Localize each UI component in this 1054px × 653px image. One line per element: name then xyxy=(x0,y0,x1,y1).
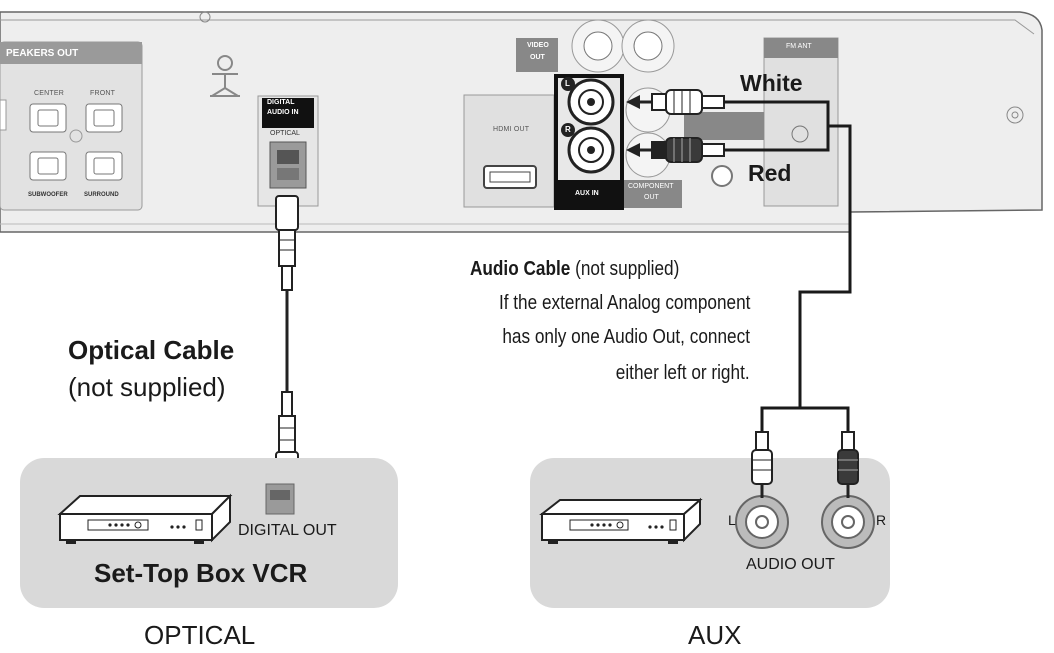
video-out-label-line-2: OUT xyxy=(530,54,545,61)
aux-caption: AUX xyxy=(688,620,742,650)
component-out-block xyxy=(624,180,682,208)
white-cable-label: White xyxy=(740,70,803,96)
aux-in-label: AUX IN xyxy=(575,190,599,197)
aux-right-marker: R xyxy=(876,512,887,528)
front-label: FRONT xyxy=(90,90,116,97)
audio-cable xyxy=(724,100,852,432)
digital-audio-in-line-3: OPTICAL xyxy=(270,130,300,137)
aux-device-box xyxy=(530,458,890,608)
optical-cable-title: Optical Cable xyxy=(68,335,235,365)
optical-cable-note: (not supplied) xyxy=(68,372,226,402)
surround-label: SURROUND xyxy=(84,192,119,198)
hdmi-out-label: HDMI OUT xyxy=(493,126,530,133)
audio-note-line-2: has only one Audio Out, connect xyxy=(502,326,750,348)
aux-in-right-marker: R xyxy=(565,125,571,134)
digital-audio-in-block xyxy=(257,95,319,207)
ground-icon xyxy=(210,55,240,97)
audio-cable-note: (not supplied) xyxy=(570,258,680,280)
aux-in-left-marker: L xyxy=(565,79,570,88)
rca-plugs xyxy=(626,89,725,163)
audio-note-line-3: either left or right. xyxy=(616,362,750,384)
digital-audio-in-line-1: DIGITAL xyxy=(267,99,295,106)
optical-device-box xyxy=(20,458,398,608)
red-cable-label: Red xyxy=(748,160,792,186)
center-label: CENTER xyxy=(34,90,64,97)
aux-in-block xyxy=(554,74,624,210)
digital-out-label: DIGITAL OUT xyxy=(238,522,337,539)
audio-out-label: AUDIO OUT xyxy=(746,556,835,573)
fm-antenna-block xyxy=(684,37,839,207)
set-top-box-vcr-label: Set-Top Box VCR xyxy=(94,558,308,588)
fm-ant-label: FM ANT xyxy=(786,43,812,50)
component-out-label-line-2: OUT xyxy=(644,194,659,201)
audio-cable-title: Audio Cable xyxy=(470,258,571,280)
aux-rca-plugs-bottom xyxy=(751,431,859,498)
audio-note-line-1: If the external Analog component xyxy=(498,292,750,314)
digital-audio-in-line-2: AUDIO IN xyxy=(267,109,299,116)
video-out-label-line-1: VIDEO xyxy=(527,42,549,49)
speakers-out-label: PEAKERS OUT xyxy=(6,48,79,59)
component-out-label-line-1: COMPONENT xyxy=(628,183,674,190)
aux-left-marker: L xyxy=(728,512,736,528)
speakers-out-block xyxy=(0,41,143,211)
optical-caption: OPTICAL xyxy=(144,620,256,650)
hdmi-out-block xyxy=(463,94,555,208)
subwoofer-label: SUBWOOFER xyxy=(28,192,68,198)
audio-cable-heading: Audio Cable (not supplied) xyxy=(470,258,679,281)
optical-cable xyxy=(275,195,299,479)
